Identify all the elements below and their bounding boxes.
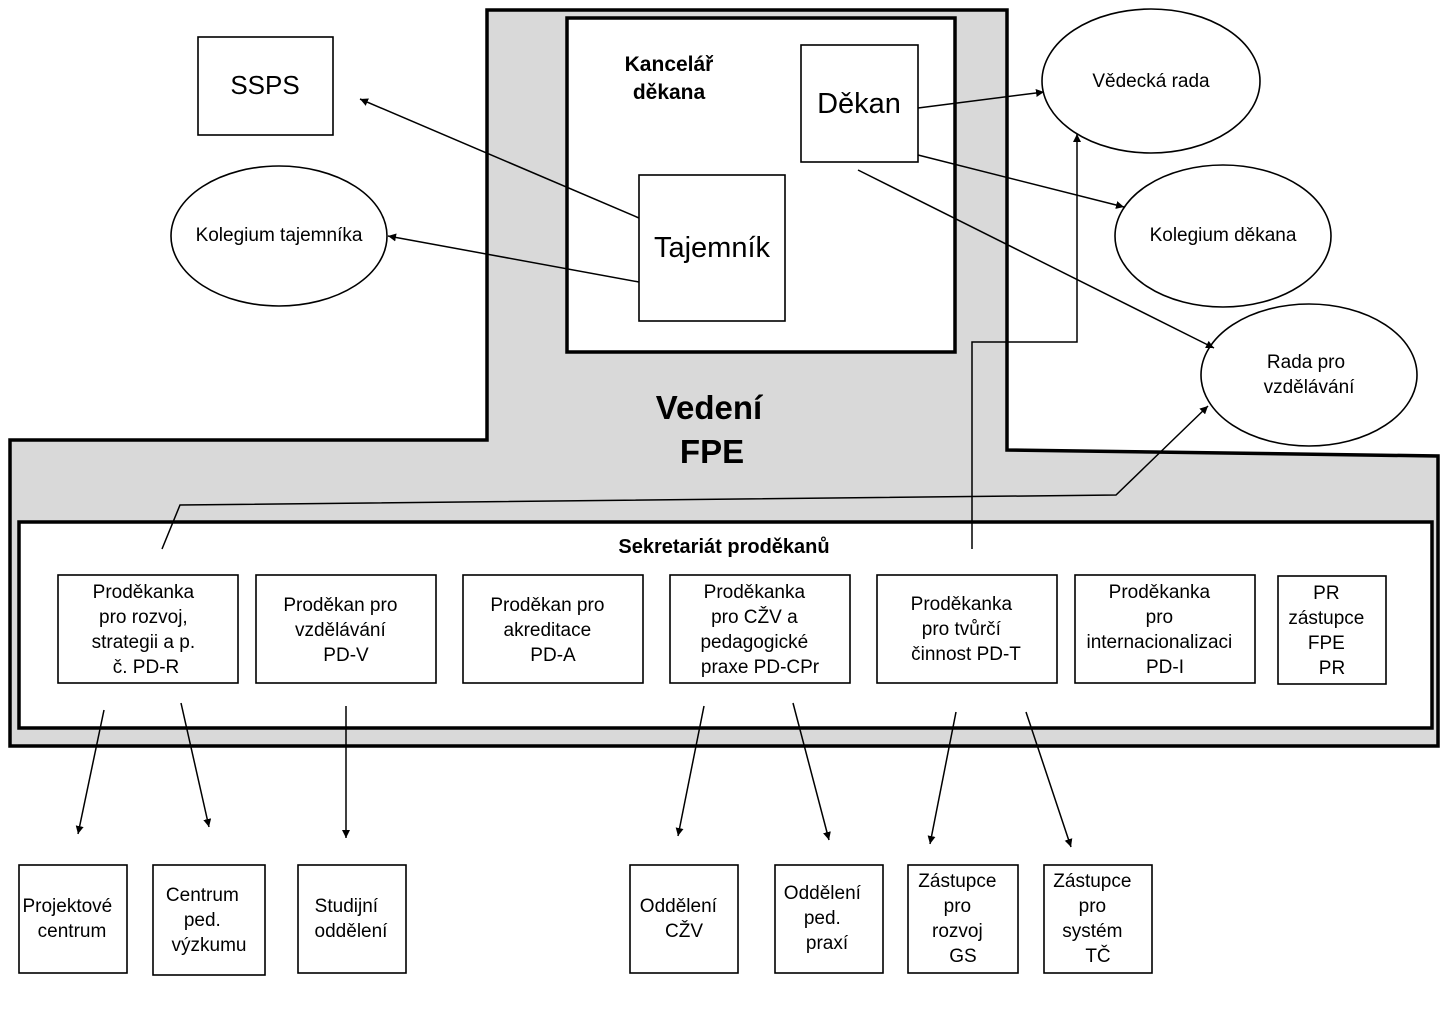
unit-oddeleni-czv-label: Oddělení CŽV [640, 896, 722, 942]
kancelar-label-line2: děkana [633, 81, 706, 104]
prodekan-pd-v-box [255, 574, 437, 684]
connectors [75, 89, 1215, 848]
unit-zastupce-gs-label: Zástupce pro rozvoj GS [918, 871, 1001, 967]
arrow-pdt-tc [1025, 711, 1073, 848]
rada-vzdelavani-ellipse [1200, 303, 1418, 447]
prodekan-pd-i-box [1074, 574, 1256, 684]
arrow-dekan-rada [857, 169, 1215, 349]
unit-oddeleni-ped-praxi-box [774, 864, 884, 974]
unit-centrum-ped-vyzkumu: Centrum ped. výzkumu [152, 864, 266, 976]
rada-vzdelavani-label-line1: Rada pro [1267, 352, 1345, 373]
arrow-tajemnik-ssps [359, 98, 640, 219]
unit-zastupce-gs-box [907, 864, 1019, 974]
dekan-label: Děkan [817, 88, 901, 120]
unit-projektove-centrum: Projektové centrum [18, 864, 128, 974]
arrow-pdcpr-czv [675, 705, 705, 837]
arrow-pdr-rada [161, 405, 1209, 550]
prodekan-pd-a-box [462, 574, 644, 684]
prodekan-pd-a: Proděkan pro akreditace PD-A [462, 574, 644, 684]
unit-zastupce-gs: Zástupce pro rozvoj GS [907, 864, 1019, 974]
vedecka-rada-ellipse [1041, 8, 1261, 154]
prodekan-pd-i-label: Proděkanka pro internacionalizaci PD-I [1086, 582, 1237, 678]
prodekan-pd-t-box [876, 574, 1058, 684]
vedeni-label-line2: FPE [680, 433, 744, 470]
tajemnik-label: Tajemník [654, 232, 771, 264]
sekretariat-label: Sekretariát proděkanů [618, 536, 829, 558]
arrow-pdt-gs [927, 711, 957, 845]
pr-zastupce-box [1277, 575, 1387, 685]
unit-centrum-ped-vyzkumu-box [152, 864, 266, 976]
prodekan-pd-t-label: Proděkanka pro tvůrčí činnost PD-T [911, 594, 1022, 665]
arrow-dekan-vedecka [917, 89, 1045, 109]
unit-studijni-oddeleni: Studijní oddělení [297, 864, 407, 974]
prodekan-pd-cpr-label: Proděkanka pro CŽV a pedagogické praxe P… [700, 582, 819, 678]
unit-studijni-oddeleni-box [297, 864, 407, 974]
dekan-box [800, 44, 919, 163]
prodekan-pd-r-box [57, 574, 239, 684]
ssps-label: SSPS [230, 70, 299, 100]
arrow-pdr-projektove [75, 709, 105, 835]
unit-oddeleni-czv-box [629, 864, 739, 974]
pr-zastupce-label: PR zástupce FPE PR [1288, 583, 1369, 679]
kolegium-dekana-ellipse [1114, 164, 1332, 308]
prodekan-pd-cpr-box [669, 574, 851, 684]
unit-oddeleni-ped-praxi-label: Oddělení ped. praxí [784, 883, 866, 954]
prodekan-pd-t: Proděkanka pro tvůrčí činnost PD-T [876, 574, 1058, 684]
unit-zastupce-tc: Zástupce pro systém TČ [1043, 864, 1153, 974]
prodekan-pd-a-label: Proděkan pro akreditace PD-A [490, 595, 609, 666]
prodekan-pd-cpr: Proděkanka pro CŽV a pedagogické praxe P… [669, 574, 851, 684]
unit-projektove-centrum-box [18, 864, 128, 974]
unit-oddeleni-czv: Oddělení CŽV [629, 864, 739, 974]
prodekan-pd-v: Proděkan pro vzdělávání PD-V [255, 574, 437, 684]
ssps-box [197, 36, 334, 136]
unit-oddeleni-ped-praxi: Oddělení ped. praxí [774, 864, 884, 974]
pr-zastupce: PR zástupce FPE PR [1277, 575, 1387, 685]
kolegium-tajemnika-label: Kolegium tajemníka [196, 225, 363, 246]
unit-zastupce-tc-box [1043, 864, 1153, 974]
arrow-pdcpr-praxi [792, 702, 831, 841]
arrow-dekan-kolegium [917, 154, 1125, 209]
unit-centrum-ped-vyzkumu-label: Centrum ped. výzkumu [166, 885, 247, 956]
arrow-tajemnik-kolegium [387, 233, 640, 283]
kolegium-dekana-label: Kolegium děkana [1150, 225, 1297, 246]
unit-studijni-oddeleni-label: Studijní oddělení [315, 896, 389, 942]
kolegium-tajemnika-ellipse [170, 165, 388, 307]
tajemnik-box [638, 174, 786, 322]
rada-vzdelavani-label-line2: vzdělávání [1264, 377, 1356, 398]
unit-zastupce-tc-label: Zástupce pro systém TČ [1053, 871, 1136, 967]
arrow-pdt-vedecka [971, 134, 1081, 549]
kancelar-label-line1: Kancelář [625, 53, 715, 76]
prodekan-pd-i: Proděkanka pro internacionalizaci PD-I [1074, 574, 1256, 684]
prodekan-pd-r-label: Proděkanka pro rozvoj, strategii a p. č.… [92, 582, 201, 678]
vedecka-rada-label: Vědecká rada [1092, 71, 1210, 92]
prodekan-pd-v-label: Proděkan pro vzdělávání PD-V [283, 595, 402, 666]
arrow-pdr-centrum [180, 702, 212, 828]
prodekan-pd-r: Proděkanka pro rozvoj, strategii a p. č.… [57, 574, 239, 684]
vedeni-label-line1: Vedení [656, 389, 764, 426]
unit-projektove-centrum-label: Projektové centrum [22, 896, 117, 942]
